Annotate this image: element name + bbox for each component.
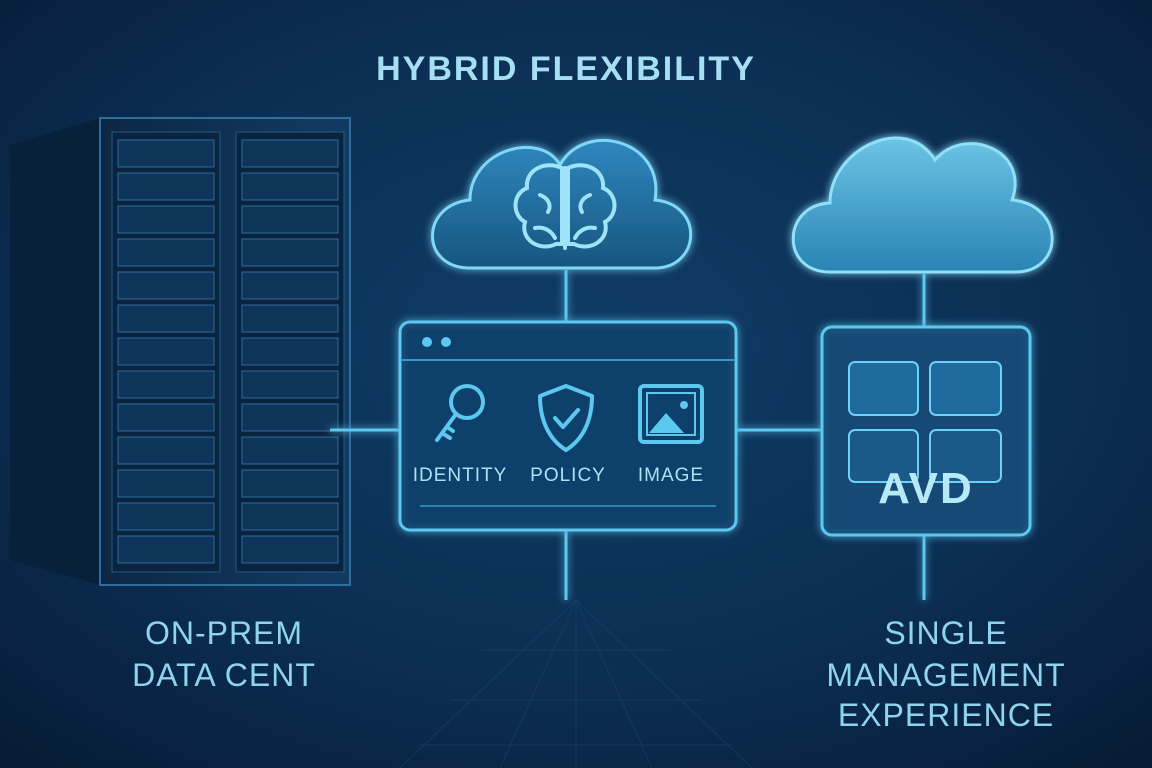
- key-icon: [435, 384, 485, 442]
- rack-slot: [241, 535, 339, 564]
- rack-slot: [241, 139, 339, 168]
- cloud-right: [791, 136, 1054, 274]
- cloud-ai: [431, 139, 693, 270]
- shield-check-icon: [538, 384, 594, 452]
- avd-label: AVD: [878, 464, 974, 513]
- tiles-icon: [848, 361, 1002, 483]
- rack-slot: [117, 238, 215, 267]
- rack-slot: [117, 172, 215, 201]
- rack-slot: [117, 304, 215, 333]
- rack-slot: [117, 469, 215, 498]
- rack-slot: [241, 205, 339, 234]
- image-icon: [638, 384, 704, 444]
- server-rack: [10, 117, 351, 586]
- rack-slot: [117, 205, 215, 234]
- brain-icon: [513, 163, 617, 250]
- rack-slot: [117, 337, 215, 366]
- rack-slot: [241, 337, 339, 366]
- on-prem-label-line-2: DATA CENT: [132, 657, 316, 693]
- floor-grid: [399, 599, 753, 768]
- image-label: IMAGE: [638, 465, 704, 486]
- rack-slot: [241, 172, 339, 201]
- on-prem-label-line-1: ON-PREM: [145, 615, 303, 651]
- rack-slot: [241, 469, 339, 498]
- window-dot: [441, 337, 451, 347]
- policy-label: POLICY: [530, 465, 606, 486]
- rack-slot: [117, 271, 215, 300]
- rack-slot: [241, 502, 339, 531]
- rack-slot: [241, 271, 339, 300]
- rack-slot: [117, 502, 215, 531]
- rack-slot: [117, 403, 215, 432]
- rack-slot: [241, 304, 339, 333]
- rack-slot: [241, 238, 339, 267]
- connector-lines: [330, 270, 926, 600]
- rack-slot: [117, 139, 215, 168]
- diagram-title: HYBRID FLEXIBILITY: [376, 50, 756, 88]
- rack-slot: [117, 436, 215, 465]
- rack-slot: [241, 370, 339, 399]
- window-dot: [422, 337, 432, 347]
- management-label-line-1: SINGLE: [884, 615, 1007, 651]
- rack-slot: [241, 436, 339, 465]
- rack-slot: [241, 403, 339, 432]
- avd-panel: AVD: [820, 325, 1032, 537]
- center-panel: IDENTITY POLICY IMAGE: [398, 320, 738, 532]
- rack-slot: [117, 535, 215, 564]
- identity-label: IDENTITY: [413, 465, 508, 486]
- management-label-line-3: EXPERIENCE: [838, 697, 1054, 733]
- rack-slot: [117, 370, 215, 399]
- management-label-line-2: MANAGEMENT: [826, 657, 1065, 693]
